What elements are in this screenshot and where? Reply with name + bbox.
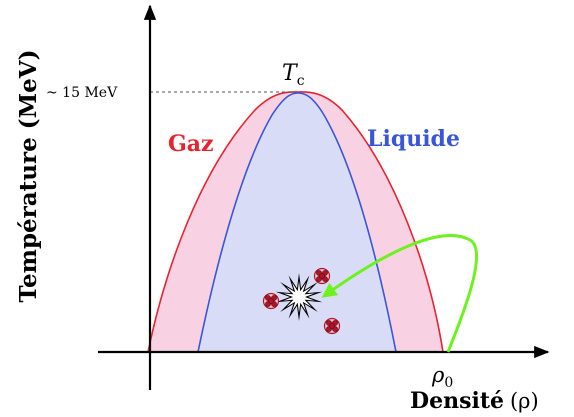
gas-label: Gaz (168, 131, 214, 157)
rho0-label: ρ0 (431, 363, 453, 391)
liquid-label: Liquide (367, 126, 460, 152)
x-axis-label: Densité(ρ) (410, 388, 539, 414)
nucleus-cluster-icon (323, 317, 341, 335)
nucleus-cluster-icon (313, 267, 331, 285)
liquid-region (197, 92, 397, 353)
critical-temperature-label: Tc (282, 61, 305, 89)
explosion-icon (275, 273, 323, 321)
energy-mark-label: ~ 15 MeV (46, 85, 118, 101)
curved-arrow-icon (321, 234, 479, 353)
y-axis-label: Température (MeV) (15, 50, 42, 303)
nucleus-cluster-icon (262, 292, 280, 310)
